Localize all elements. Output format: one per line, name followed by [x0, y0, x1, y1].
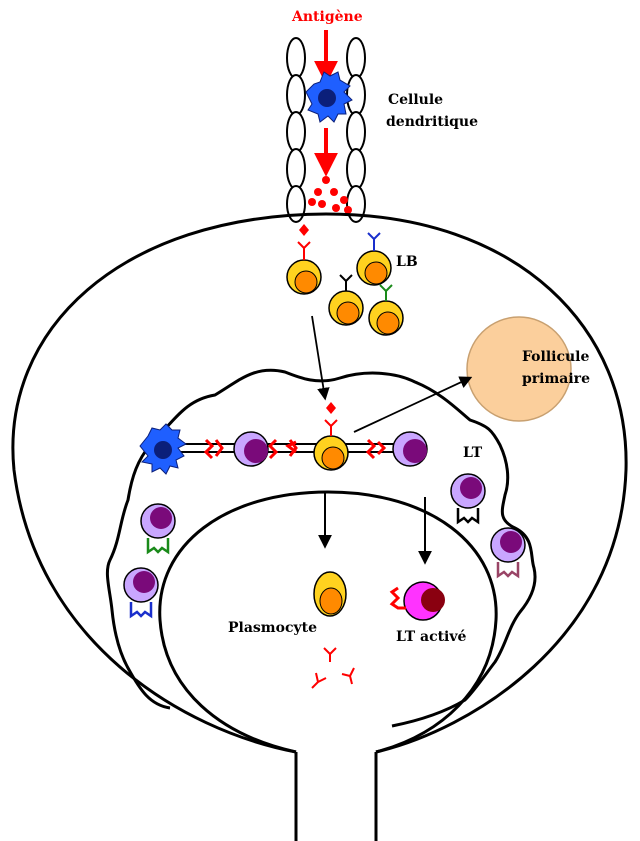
- plasmocyte-label: Plasmocyte: [228, 620, 317, 636]
- follicle-label-line2: primaire: [522, 371, 590, 387]
- dendritic-label-line2: dendritique: [386, 114, 478, 130]
- germinal-center: [158, 490, 498, 754]
- lt-label: LT: [463, 445, 483, 461]
- antigen-particles: [308, 176, 352, 214]
- dendritic-label-line1: Cellule: [388, 92, 443, 108]
- t-cell: [450, 473, 486, 525]
- paracortex-region: [105, 368, 537, 728]
- t-cell: [233, 431, 269, 467]
- selection-arrow: [311, 315, 330, 401]
- dendritic-cell-icon: [305, 71, 353, 123]
- efferent-vessel: [294, 752, 378, 841]
- cell-cooperation-row: [139, 402, 428, 475]
- t-cell: [140, 503, 176, 555]
- b-cell-group: [286, 224, 404, 336]
- follicle-label-line1: Follicule: [522, 349, 589, 365]
- b-cell: [356, 232, 392, 286]
- follicle-arrow: [353, 376, 473, 433]
- primary-follicle: [466, 316, 572, 422]
- b-cell: [328, 274, 364, 326]
- antigen-label: Antigène: [291, 9, 363, 25]
- lt-active-label: LT activé: [396, 629, 467, 645]
- b-cell: [286, 224, 322, 295]
- b-cell-activated: [313, 402, 349, 471]
- b-cell: [368, 284, 404, 336]
- antibodies-icon: [311, 647, 355, 689]
- t-cell: [123, 567, 159, 619]
- plasmocyte-cell: [313, 571, 347, 617]
- lymph-node-capsule: [11, 212, 628, 754]
- lb-label: LB: [396, 254, 418, 270]
- t-cell: [392, 431, 428, 467]
- t-cell-activated: [389, 581, 445, 621]
- t-cell: [490, 527, 526, 579]
- dendritic-cell-icon: [139, 423, 187, 475]
- receptor-interaction: [203, 438, 387, 460]
- lymphatic-vessel-wall: [286, 37, 366, 223]
